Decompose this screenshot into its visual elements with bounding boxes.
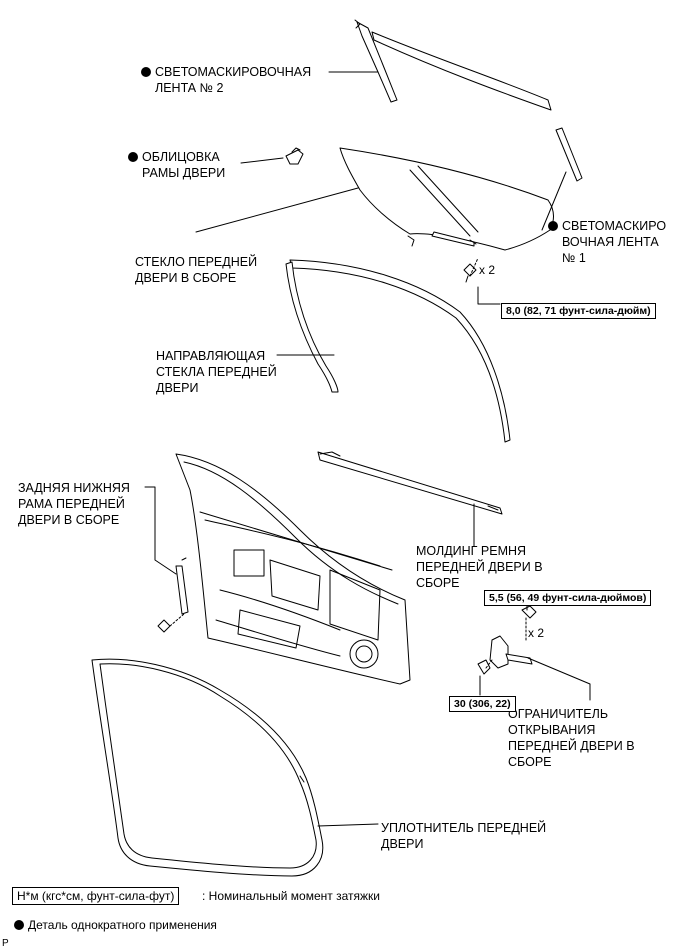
single-use-dot-icon [128,152,138,162]
label-frame-trim: ОБЛИЦОВКА РАМЫ ДВЕРИ [128,149,225,181]
rear-lower-frame-part [157,557,189,633]
glass-run-part [285,259,511,443]
torque-checker-bolt: 30 (306, 22) [449,696,516,712]
legend-single-use: Деталь однократного применения [14,918,217,932]
weatherstrip-part [91,658,324,877]
qty-glass-bolt: x 2 [479,263,496,277]
belt-molding-part [317,451,503,515]
label-belt-molding: МОЛДИНГ РЕМНЯ ПЕРЕДНЕЙ ДВЕРИ В СБОРЕ [416,544,543,590]
door-glass-part [339,147,554,283]
door-panel-part [175,453,411,685]
label-door-glass: СТЕКЛО ПЕРЕДНЕЙ ДВЕРИ В СБОРЕ [135,255,258,285]
qty-checker-nut: x 2 [528,626,545,640]
label-glass-run: НАПРАВЛЯЮЩАЯ СТЕКЛА ПЕРЕДНЕЙ ДВЕРИ [156,349,277,395]
label-tape-2: СВЕТОМАСКИРОВОЧНАЯ ЛЕНТА № 2 [141,64,311,96]
frame-trim-part [285,147,304,165]
corner-mark: P [2,938,9,949]
single-use-dot-icon [141,67,151,77]
label-tape-1: СВЕТОМАСКИРО ВОЧНАЯ ЛЕНТА № 1 [548,218,666,266]
single-use-dot-icon [548,221,558,231]
legend-torque-text: : Номинальный момент затяжки [202,889,380,903]
label-door-checker: ОГРАНИЧИТЕЛЬ ОТКРЫВАНИЯ ПЕРЕДНЕЙ ДВЕРИ В… [508,707,635,769]
label-rear-lower-frame: ЗАДНЯЯ НИЖНЯЯ РАМА ПЕРЕДНЕЙ ДВЕРИ В СБОР… [18,481,130,527]
door-checker-part [477,605,537,675]
leader-lines [144,71,591,827]
tape-2-part [354,19,552,111]
single-use-dot-icon [14,920,24,930]
torque-checker-nut: 5,5 (56, 49 фунт-сила-дюймов) [484,590,652,606]
tape-1-part [555,127,583,182]
legend-torque-box: Н*м (кгс*см, фунт-сила-фут) [12,887,180,905]
label-weatherstrip: УПЛОТНИТЕЛЬ ПЕРЕДНЕЙ ДВЕРИ [381,821,547,851]
torque-glass-bolt: 8,0 (82, 71 фунт-сила-дюйм) [501,303,656,319]
